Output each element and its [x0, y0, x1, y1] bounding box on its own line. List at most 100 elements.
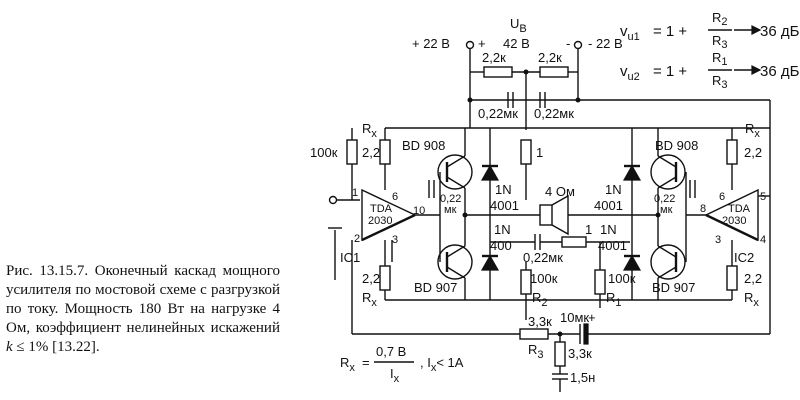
rx-formula-sub: x	[349, 362, 355, 374]
vu2-den-sub: 3	[721, 79, 727, 91]
d-left-label2: 4001	[490, 198, 519, 213]
ic2-label: IC2	[734, 250, 754, 265]
r3-sub: 3	[537, 349, 543, 361]
r-22-right-top-label: 2,2	[744, 145, 762, 160]
ic2-name2: 2030	[722, 215, 746, 227]
vu1-v: v	[620, 23, 628, 40]
c-10mk-label: 10мк	[560, 310, 589, 325]
ic1-pin6: 6	[392, 191, 398, 203]
rx-left-top-label: Rx	[362, 121, 377, 140]
c-left-mid-label2: мк	[444, 204, 457, 216]
supply-minus-terminal	[573, 40, 583, 50]
rx-formula-num: 0,7 В	[376, 344, 406, 359]
speaker: 4 Ом	[539, 184, 630, 236]
resistor-22-left-top	[379, 139, 391, 165]
vu1-sub: u1	[628, 31, 640, 43]
ub-letter: U	[510, 16, 519, 31]
ic1: TDA 2030 IC1 2 3 6 10	[340, 188, 440, 265]
d-left-bot-label: 1N	[494, 222, 511, 237]
c-right-mid-label2: мк	[660, 204, 673, 216]
vu2-num: R1	[712, 50, 728, 68]
diode-right-top	[622, 164, 642, 181]
r-center-label: 1	[536, 145, 543, 160]
resistor-r3	[519, 328, 549, 340]
d-left-label: 1N	[495, 182, 512, 197]
rx-formula-lhs: Rx	[340, 355, 355, 374]
transistor-right-top	[650, 154, 686, 190]
r-top-left-label: 2,2к	[482, 50, 506, 65]
caption-text-block: Рис. 13.15.7. Оконечный каскад мощного у…	[6, 262, 280, 357]
resistor-top-left	[483, 66, 513, 78]
d-right-label: 1N	[605, 182, 622, 197]
ic1-pin2: 2	[354, 233, 360, 245]
diode-left-bot	[480, 254, 500, 271]
rx-right-bot-label: Rx	[744, 290, 759, 309]
right-diodes: 1N 4001 1N 4001	[594, 128, 642, 300]
gain-formula-2: vu2 = 1 + R1 R3 36 дБ	[620, 50, 800, 91]
tlt-emitter	[446, 176, 466, 189]
r1-r: R	[606, 290, 615, 305]
ic2-edge	[705, 213, 759, 242]
vu2-eq: = 1 +	[653, 63, 687, 80]
middle-feedback-network: 1 0,22мк 100к R2 100к R1	[490, 222, 636, 320]
bottom-rc-network: 3,3к R3 10мк + 3,3к 1,5н	[519, 310, 771, 392]
ic2: TDA 2030 IC2 3 4 5 6 8	[686, 188, 770, 265]
vu1-den-sub: 3	[721, 39, 727, 51]
caption-text: Рис. 13.15.7. Оконечный каскад мощного у…	[6, 263, 280, 336]
rx-left-bot-sub: x	[371, 297, 377, 309]
left-rx-bottom: 2,2 Rx	[351, 240, 732, 335]
resistor-100k-left	[346, 139, 358, 165]
resistor-top-right	[539, 66, 569, 78]
speaker-label: 4 Ом	[545, 184, 575, 199]
q-left-bot-label: BD 907	[414, 280, 457, 295]
vu2-arrow-head	[751, 65, 762, 75]
rx-formula-den: Ix	[390, 366, 400, 385]
ub-sub: B	[519, 23, 526, 35]
trt-emitter	[657, 176, 677, 189]
resistor-r1	[594, 269, 606, 295]
vu2-den-r: R	[712, 73, 721, 88]
rx-right-bot-r: R	[744, 290, 753, 305]
ic2-pin3: 3	[715, 234, 721, 246]
rx-left-bot-label: Rx	[362, 290, 377, 309]
diode-left-top	[480, 164, 500, 181]
ic1-name: TDA	[370, 203, 393, 215]
rx-right-top-r: R	[745, 121, 754, 136]
supply-plus-terminal	[465, 40, 475, 50]
ic2-pin8: 8	[700, 203, 706, 215]
ub-value: 42 В	[503, 36, 530, 51]
speaker-body	[539, 204, 553, 226]
supply-minus-label: - 22 В	[588, 36, 623, 51]
vu1-result: 36 дБ	[760, 23, 800, 40]
vu2-den: R3	[712, 73, 728, 91]
rx-formula-r: R	[340, 355, 349, 370]
vu1-num-sub: 2	[721, 16, 727, 28]
transistor-left-bot	[437, 244, 473, 280]
ic1-edge	[361, 213, 416, 242]
trt-collector	[657, 155, 677, 168]
ic1-name2: 2030	[368, 215, 392, 227]
r2-sub: 2	[541, 297, 547, 309]
r3-value: 3,3к	[528, 314, 552, 329]
trb-emitter	[657, 266, 677, 279]
r-22-left-bot-label: 2,2	[362, 271, 380, 286]
left-input-section: Rx 100к 2,2 1	[310, 121, 391, 280]
ic2-pin5: 5	[760, 191, 766, 203]
resistor-mid-1	[561, 236, 587, 248]
d-left-bot-label2: 400	[490, 238, 512, 253]
ic1-pin10: 10	[413, 205, 425, 217]
q-right-top-label: BD 908	[655, 138, 698, 153]
rx-formula-den-i: I	[390, 366, 394, 381]
caption-k-rest: ≤ 1% [13.22].	[12, 339, 100, 355]
speaker-cone	[551, 194, 569, 236]
r-top-right-label: 2,2к	[538, 50, 562, 65]
left-transistors: BD 908 BD 907 0,22 мк	[402, 128, 540, 300]
resistor-center-1	[520, 139, 532, 165]
supply-minus-sign: -	[566, 36, 570, 51]
c-15n-label: 1,5н	[570, 370, 595, 385]
vu2-num-sub: 1	[721, 56, 727, 68]
r3-label: R3	[528, 342, 544, 361]
ic2-pin4: 4	[760, 234, 766, 246]
vu1-num: R2	[712, 10, 728, 28]
r-100k-mid-left-label: 100к	[530, 271, 558, 286]
